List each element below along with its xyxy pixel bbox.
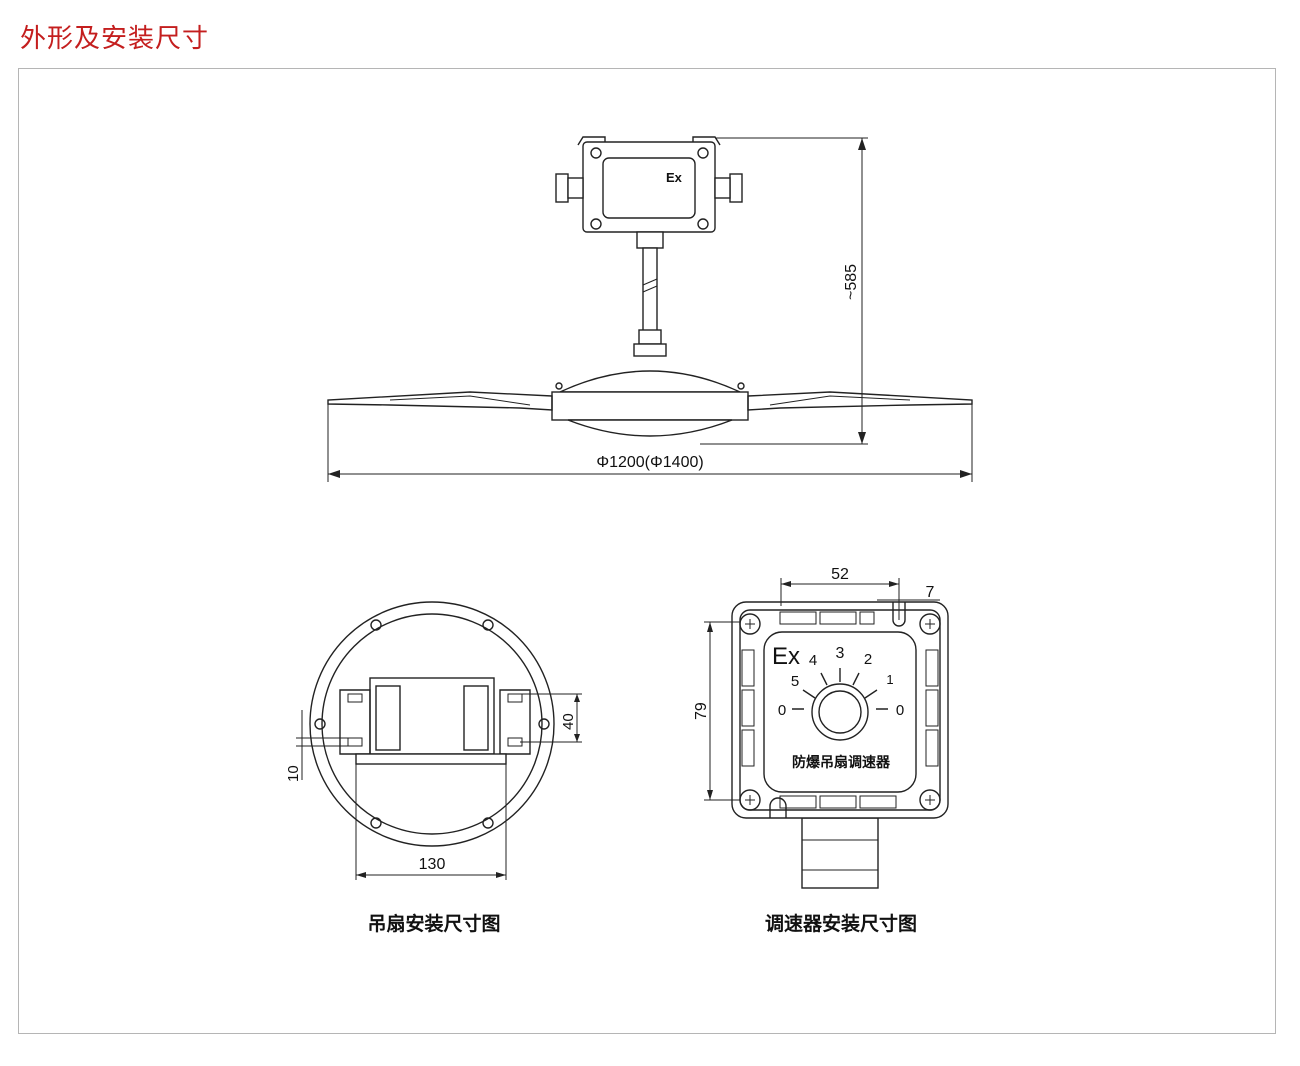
dial-label: 0	[896, 702, 904, 719]
ceiling-fan-elevation: Ex ~585 Φ1200(Φ1400)	[327, 136, 973, 482]
fan-blade-right	[747, 391, 973, 411]
dial-label: 1	[886, 672, 893, 687]
dial-label: 0	[778, 702, 786, 719]
cable-gland-right	[729, 173, 743, 203]
motor-dome	[559, 370, 741, 393]
speed-regulator-drawing: Ex 0 5 4 3 2 1 0 防爆吊扇调速器 52 7 79 调速器安装尺寸…	[693, 566, 949, 935]
dial-label: 4	[809, 652, 817, 669]
speed-knob	[811, 683, 869, 741]
width-dimension: 130	[419, 856, 446, 873]
height-dimension: ~585	[843, 264, 860, 300]
ex-mark: Ex	[666, 170, 683, 185]
drawing-frame	[18, 68, 1276, 1034]
slot-width-dimension: 10	[285, 765, 302, 782]
slot-dimension: 7	[926, 584, 935, 601]
motor-housing	[551, 391, 749, 421]
regulator-cable-gland	[801, 817, 879, 889]
diameter-dimension: Φ1200(Φ1400)	[596, 454, 703, 471]
slot-spacing-dimension: 40	[560, 713, 577, 730]
fan-mount-caption: 吊扇安装尺寸图	[367, 912, 500, 935]
dial-label: 3	[836, 645, 845, 662]
regulator-caption: 调速器安装尺寸图	[765, 912, 917, 935]
hole-spacing-dimension: 52	[831, 566, 849, 583]
regulator-ex-mark: Ex	[772, 643, 800, 670]
dial-label: 2	[864, 651, 872, 668]
height-dimension: 79	[693, 702, 710, 720]
product-name: 防爆吊扇调速器	[792, 754, 891, 770]
cable-gland-left	[555, 173, 569, 203]
regulator-housing	[731, 601, 949, 819]
fan-blade-left	[327, 391, 553, 411]
fan-mount-plan: 40 10 130 吊扇安装尺寸图	[285, 601, 582, 935]
down-rod	[642, 247, 658, 333]
dial-label: 5	[791, 673, 799, 690]
page-title: 外形及安装尺寸	[20, 24, 210, 54]
